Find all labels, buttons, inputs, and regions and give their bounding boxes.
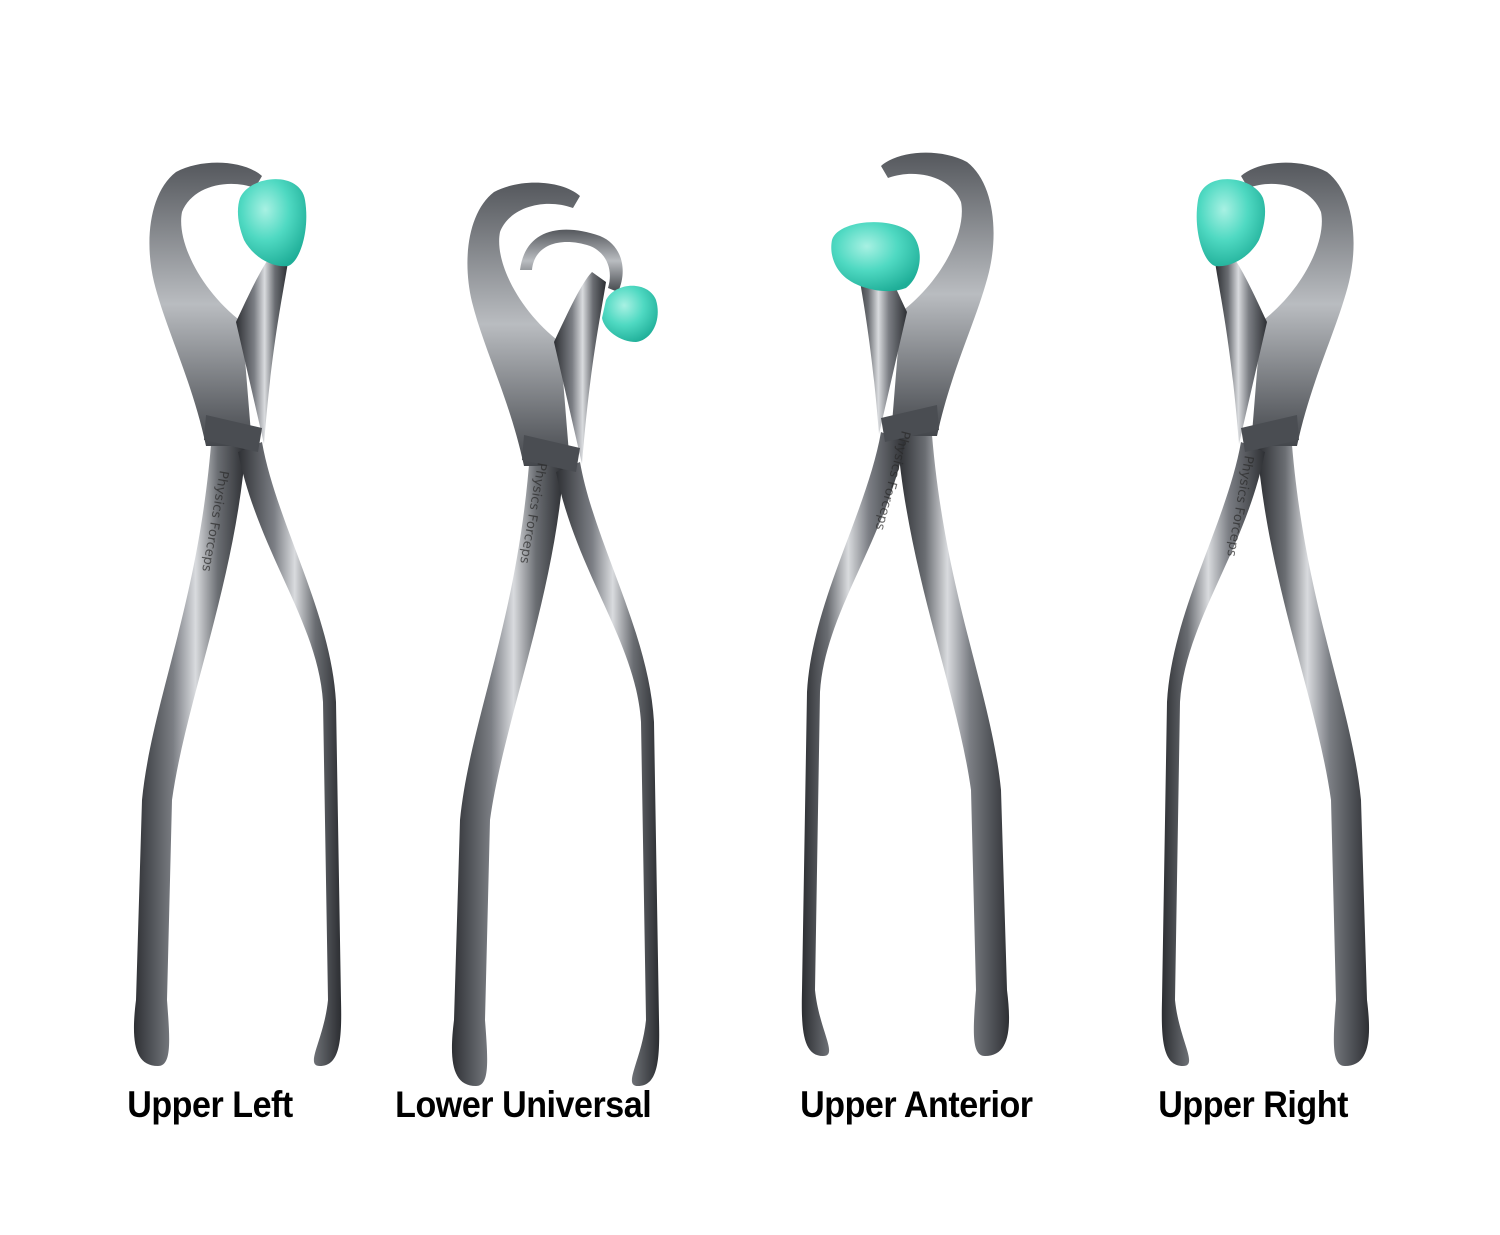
forceps-lower-universal: Physics Forceps <box>451 182 660 1086</box>
label-upper-left: Upper Left <box>127 1084 293 1125</box>
forceps-upper-left: Physics Forceps <box>133 162 342 1066</box>
teal-tip <box>831 222 920 292</box>
label-upper-anterior: Upper Anterior <box>800 1084 1033 1125</box>
teal-tip <box>602 285 658 342</box>
forceps-upper-right: Physics Forceps <box>1161 162 1370 1066</box>
label-lower-universal: Lower Universal <box>395 1084 652 1125</box>
teal-tip <box>237 179 307 267</box>
teal-tip <box>1196 179 1266 267</box>
forceps-upper-anterior: Physics Forceps <box>801 152 1010 1056</box>
label-upper-right: Upper Right <box>1158 1084 1348 1125</box>
